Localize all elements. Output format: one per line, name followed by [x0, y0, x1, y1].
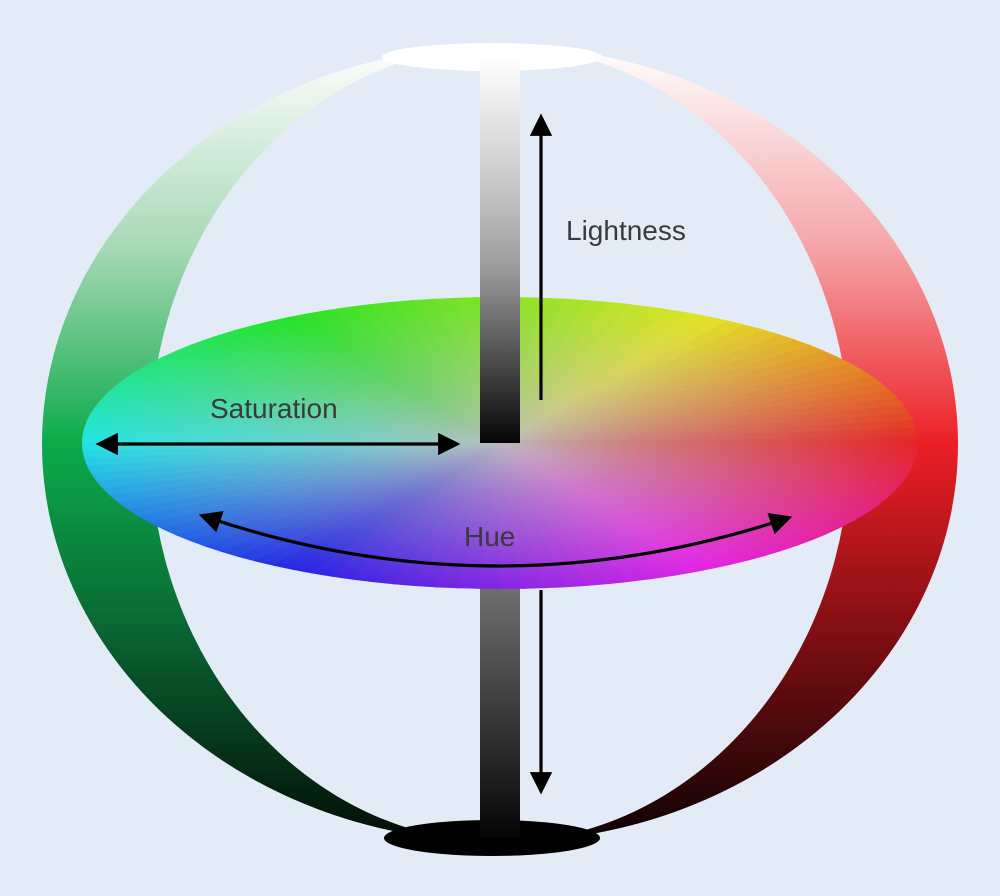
hue-label: Hue	[464, 521, 515, 552]
sphere-ring-green	[42, 46, 500, 842]
hue-arrow	[198, 511, 793, 568]
lightness-label: Lightness	[566, 215, 686, 246]
saturation-label: Saturation	[210, 393, 338, 424]
lightness-axis-upper	[480, 58, 520, 443]
sphere-ring-red	[500, 46, 958, 842]
white-top-cap	[382, 43, 602, 71]
